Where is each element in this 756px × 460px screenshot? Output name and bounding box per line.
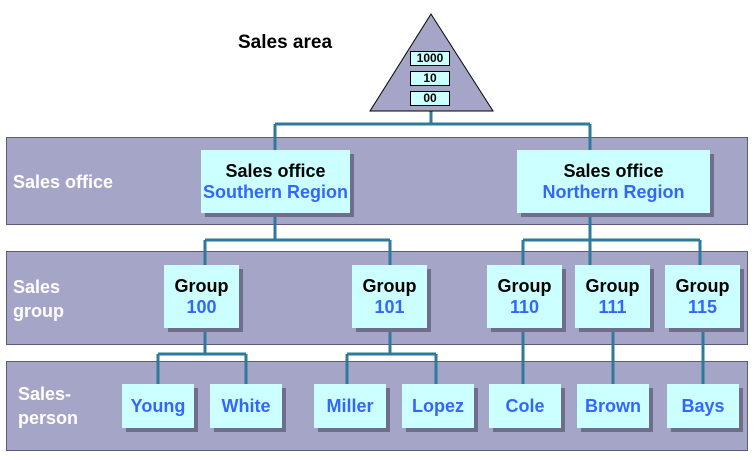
group-number: 110: [509, 296, 540, 317]
group-label: Group: [497, 275, 552, 296]
person-bays: Bays: [667, 384, 739, 428]
person-name: Cole: [505, 395, 545, 416]
office-region: Northern Region: [542, 181, 685, 202]
group-number: 100: [186, 296, 217, 317]
group-115: Group 115: [665, 265, 740, 328]
office-northern-region: Sales office Northern Region: [517, 150, 710, 213]
group-number: 101: [374, 296, 405, 317]
group-110: Group 110: [487, 265, 562, 328]
person-name: Brown: [585, 395, 641, 416]
person-miller: Miller: [314, 384, 386, 428]
group-number: 111: [598, 296, 627, 317]
person-name: Miller: [326, 395, 374, 416]
group-label: Group: [362, 275, 417, 296]
group-label: Group: [174, 275, 229, 296]
band-label-office: Sales office: [13, 172, 114, 192]
group-111: Group 111: [575, 265, 650, 328]
person-name: Lopez: [412, 395, 464, 416]
person-name: White: [221, 395, 271, 416]
division-code: 00: [410, 91, 450, 106]
distribution-channel-code: 10: [410, 71, 450, 86]
person-brown: Brown: [577, 384, 649, 428]
office-label: Sales office: [563, 160, 664, 181]
sales-org-code: 1000: [410, 51, 450, 66]
band-label-group: Sales group: [13, 277, 64, 321]
person-young: Young: [122, 384, 194, 428]
person-name: Young: [130, 395, 186, 416]
group-label: Group: [675, 275, 730, 296]
office-label: Sales office: [225, 160, 326, 181]
office-region: Southern Region: [203, 181, 348, 202]
sales-area-title: Sales area: [238, 32, 333, 53]
person-cole: Cole: [489, 384, 561, 428]
group-label: Group: [585, 275, 640, 296]
group-100: Group 100: [164, 265, 239, 328]
band-label-person: Sales- person: [18, 384, 79, 428]
person-white: White: [210, 384, 282, 428]
group-101: Group 101: [352, 265, 427, 328]
group-number: 115: [687, 296, 718, 317]
person-lopez: Lopez: [402, 384, 474, 428]
person-name: Bays: [681, 395, 725, 416]
office-southern-region: Sales office Southern Region: [201, 150, 350, 213]
